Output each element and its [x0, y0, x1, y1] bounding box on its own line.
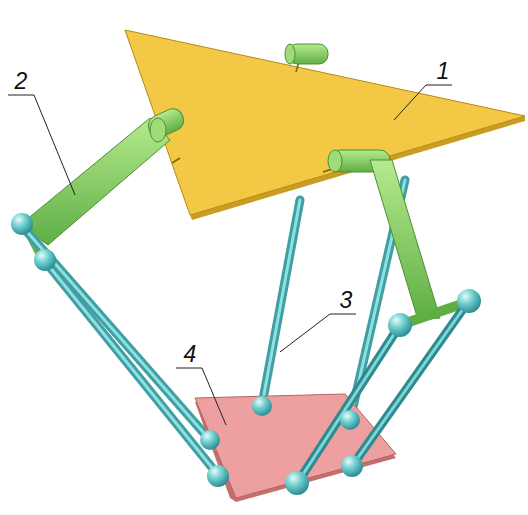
top-plate [125, 30, 525, 220]
ball-joints [11, 213, 481, 495]
callout-number: 3 [340, 289, 353, 312]
callout-number: 4 [184, 343, 197, 366]
callout-number: 1 [437, 60, 450, 83]
leader-lines [8, 85, 452, 425]
top-joint [285, 44, 328, 64]
callout-number: 2 [15, 70, 28, 93]
arm-right [328, 150, 468, 325]
front-rods [298, 302, 468, 482]
middle-rods [262, 180, 405, 420]
outer-rods [22, 226, 218, 475]
arm-left [20, 105, 187, 260]
